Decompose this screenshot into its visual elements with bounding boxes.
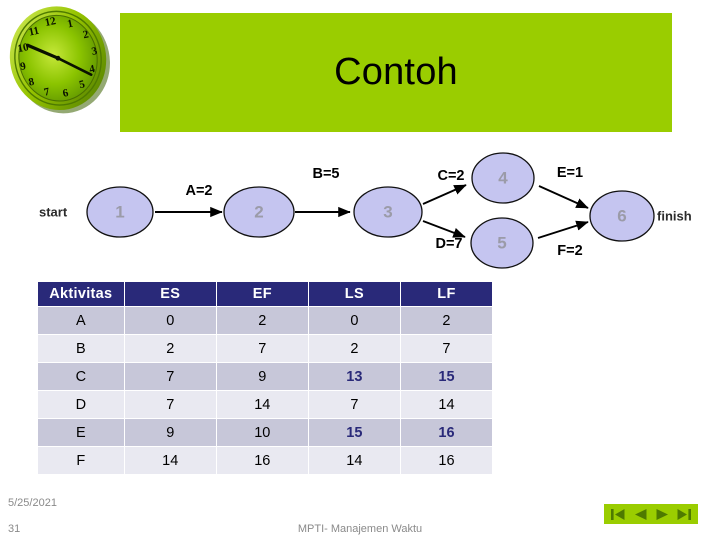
- node-label-6: 6: [617, 206, 626, 225]
- cell-lf: 16: [400, 419, 492, 446]
- slide-footer: 5/25/2021 31 MPTI- Manajemen Waktu: [0, 492, 720, 540]
- table-row: F 14 16 14 16: [38, 447, 492, 474]
- cell-ef: 10: [216, 419, 308, 446]
- cell-ls: 7: [308, 391, 400, 418]
- title-banner: Contoh: [120, 13, 672, 132]
- table-row: D 7 14 7 14: [38, 391, 492, 418]
- first-slide-button[interactable]: [607, 505, 629, 523]
- activity-schedule-table: Aktivitas ES EF LS LF A 0 2 0 2 B 2 7 2 …: [37, 281, 493, 475]
- table-header-row: Aktivitas ES EF LS LF: [38, 282, 492, 306]
- slide-navigation-bar[interactable]: [604, 504, 698, 524]
- table-row: B 2 7 2 7: [38, 335, 492, 362]
- clock-decoration-image: 12 1 2 3 4 5 6 7 8 9 10 11: [3, 2, 116, 115]
- cell-lf: 15: [400, 363, 492, 390]
- edge-label-F: F=2: [557, 243, 582, 259]
- node-label-3: 3: [383, 202, 392, 221]
- edge-line-F: [537, 220, 589, 239]
- cell-lf: 2: [400, 307, 492, 334]
- svg-text:1: 1: [66, 17, 74, 30]
- previous-slide-button[interactable]: [629, 505, 651, 523]
- column-header-lf: LF: [400, 282, 492, 306]
- node-label-5: 5: [497, 233, 506, 252]
- last-slide-button[interactable]: [673, 505, 695, 523]
- cell-ef: 9: [216, 363, 308, 390]
- svg-text:2: 2: [82, 28, 90, 41]
- cell-ls: 13: [308, 363, 400, 390]
- svg-text:4: 4: [88, 63, 96, 76]
- edge-label-C: C=2: [437, 168, 464, 184]
- cell-aktivitas: F: [38, 447, 124, 474]
- svg-text:5: 5: [78, 78, 86, 91]
- cell-es: 14: [124, 447, 216, 474]
- footer-date: 5/25/2021: [8, 497, 57, 509]
- cell-aktivitas: E: [38, 419, 124, 446]
- finish-label: finish: [657, 208, 692, 223]
- node-circle-6: [589, 190, 655, 242]
- edge-label-A: A=2: [185, 183, 212, 199]
- next-slide-button[interactable]: [651, 505, 673, 523]
- cell-ef: 14: [216, 391, 308, 418]
- network-diagram: 1 2 3 4 5 6 A=2 B=5 C=2 D=7 E=1 F=2 star…: [0, 145, 720, 275]
- edge-label-E: E=1: [557, 165, 583, 181]
- table-row: A 0 2 0 2: [38, 307, 492, 334]
- cell-ef: 16: [216, 447, 308, 474]
- svg-text:7: 7: [43, 86, 51, 99]
- cell-ls: 2: [308, 335, 400, 362]
- column-header-ls: LS: [308, 282, 400, 306]
- cell-aktivitas: B: [38, 335, 124, 362]
- cell-aktivitas: C: [38, 363, 124, 390]
- cell-lf: 16: [400, 447, 492, 474]
- play-forward-icon: [656, 508, 668, 520]
- node-circle-1: [86, 186, 154, 238]
- node-circle-2: [223, 186, 295, 238]
- start-label: start: [39, 204, 68, 219]
- svg-text:8: 8: [28, 76, 36, 89]
- node-label-1: 1: [115, 202, 124, 221]
- skip-to-end-icon: [677, 508, 691, 520]
- cell-es: 9: [124, 419, 216, 446]
- edge-line-E: [538, 185, 589, 209]
- column-header-aktivitas: Aktivitas: [38, 282, 124, 306]
- node-label-4: 4: [498, 168, 508, 187]
- edge-line-C: [422, 184, 467, 205]
- page-title: Contoh: [334, 51, 458, 93]
- footer-page-number: 31: [8, 523, 21, 535]
- node-circle-5: [470, 217, 534, 269]
- column-header-es: ES: [124, 282, 216, 306]
- cell-ls: 14: [308, 447, 400, 474]
- column-header-ef: EF: [216, 282, 308, 306]
- skip-to-start-icon: [611, 508, 625, 520]
- cell-lf: 14: [400, 391, 492, 418]
- table-row: C 7 9 13 15: [38, 363, 492, 390]
- cell-es: 7: [124, 391, 216, 418]
- footer-subject: MPTI- Manajemen Waktu: [297, 523, 423, 535]
- svg-text:3: 3: [90, 45, 98, 58]
- node-circle-4: [471, 152, 535, 204]
- edge-label-B: B=5: [312, 166, 339, 182]
- edge-label-D: D=7: [435, 236, 462, 252]
- cell-es: 7: [124, 363, 216, 390]
- analog-clock-icon: 12 1 2 3 4 5 6 7 8 9 10 11: [9, 6, 110, 114]
- cell-es: 0: [124, 307, 216, 334]
- svg-text:12: 12: [44, 15, 58, 29]
- cell-ef: 2: [216, 307, 308, 334]
- svg-text:6: 6: [62, 87, 70, 100]
- cell-aktivitas: A: [38, 307, 124, 334]
- node-label-2: 2: [254, 202, 263, 221]
- svg-text:11: 11: [28, 25, 41, 39]
- table-row: E 9 10 15 16: [38, 419, 492, 446]
- play-reverse-icon: [634, 508, 646, 520]
- cell-ef: 7: [216, 335, 308, 362]
- svg-text:9: 9: [19, 60, 27, 73]
- cell-ls: 15: [308, 419, 400, 446]
- node-circle-3: [353, 186, 423, 238]
- cell-lf: 7: [400, 335, 492, 362]
- cell-es: 2: [124, 335, 216, 362]
- cell-ls: 0: [308, 307, 400, 334]
- cell-aktivitas: D: [38, 391, 124, 418]
- edge-line-D: [422, 220, 466, 238]
